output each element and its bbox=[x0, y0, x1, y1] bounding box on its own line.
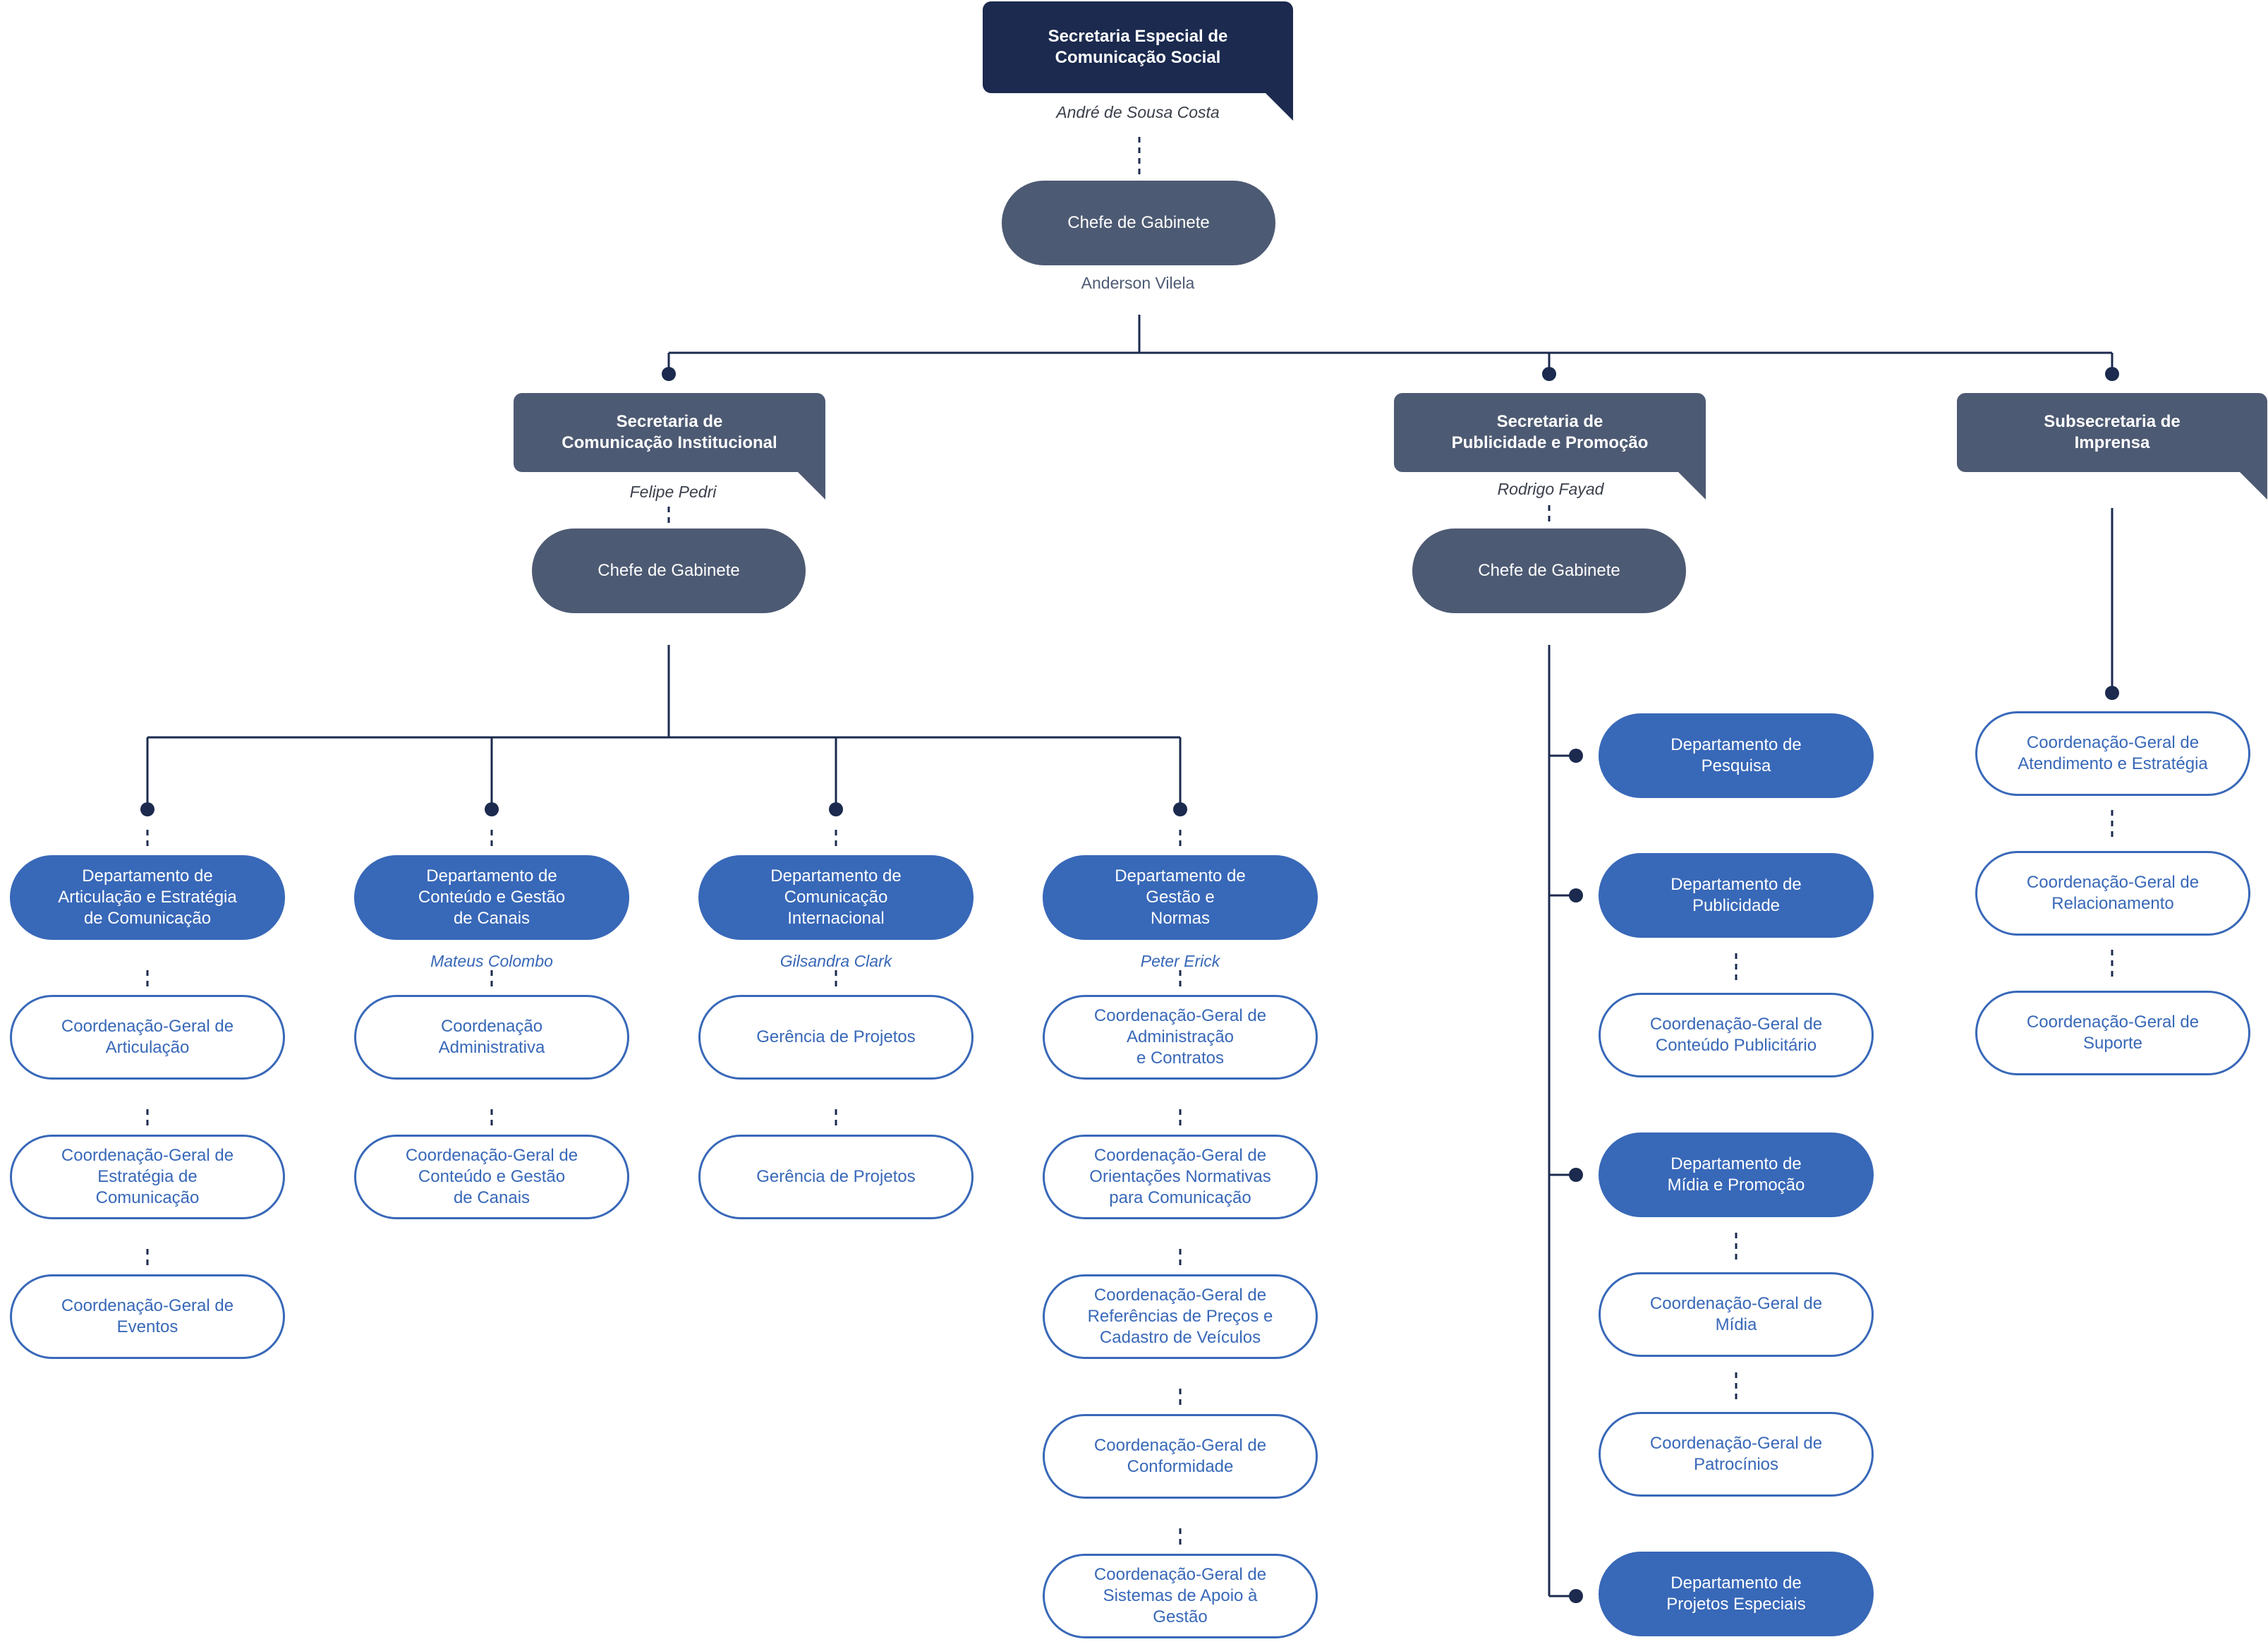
dept-special-projects: Departamento de Projetos Especiais bbox=[1599, 1552, 1874, 1636]
institutional-dept-dot-0 bbox=[140, 802, 154, 816]
unit-coord-relationship: Coordenação-Geral de Relacionamento bbox=[1975, 851, 2250, 936]
institutional-dept-dot-1 bbox=[485, 802, 499, 816]
advertising-box-tail bbox=[1678, 471, 1706, 500]
subsecretariat-press-box: Subsecretaria de Imprensa bbox=[1957, 393, 2267, 472]
dept-research: Departamento de Pesquisa bbox=[1599, 713, 1874, 798]
secretariat-advertising-dot bbox=[1542, 367, 1556, 381]
secretariat-institutional-person: Felipe Pedri bbox=[629, 483, 717, 501]
dept-management-norms-person: Peter Erick bbox=[1140, 952, 1220, 970]
dept-international: Departamento de Comunicação Internaciona… bbox=[698, 855, 974, 940]
advertising-dot-research bbox=[1569, 749, 1583, 763]
press-dot bbox=[2105, 686, 2119, 700]
unit-coord-media: Coordenação-Geral de Mídia bbox=[1599, 1272, 1874, 1357]
advertising-chief-box: Chefe de Gabinete bbox=[1412, 528, 1686, 613]
dept-content-channels: Departamento de Conteúdo e Gestão de Can… bbox=[354, 855, 629, 940]
dept-media-promotion: Departamento de Mídia e Promoção bbox=[1599, 1132, 1874, 1217]
top-secretariat-box: Secretaria Especial de Comunicação Socia… bbox=[983, 1, 1293, 93]
unit-coord-compliance: Coordenação-Geral de Conformidade bbox=[1043, 1414, 1318, 1499]
secretariat-institutional-dot bbox=[662, 367, 676, 381]
top-chief-box: Chefe de Gabinete bbox=[1002, 181, 1275, 265]
dept-content-channels-person: Mateus Colombo bbox=[430, 952, 553, 970]
press-box-tail bbox=[2239, 471, 2267, 500]
institutional-chief-box: Chefe de Gabinete bbox=[532, 528, 806, 613]
dept-advertising: Departamento de Publicidade bbox=[1599, 853, 1874, 938]
dept-management-norms: Departamento de Gestão e Normas bbox=[1043, 855, 1318, 940]
top-chief-person: Anderson Vilela bbox=[1081, 274, 1195, 292]
unit-project-management-1: Gerência de Projetos bbox=[698, 995, 974, 1080]
top-secretariat-person: André de Sousa Costa bbox=[1056, 103, 1220, 121]
unit-project-management-2: Gerência de Projetos bbox=[698, 1135, 974, 1219]
unit-coord-advertising-content: Coordenação-Geral de Conteúdo Publicitár… bbox=[1599, 993, 1874, 1077]
unit-coord-price-references: Coordenação-Geral de Referências de Preç… bbox=[1043, 1274, 1318, 1359]
unit-coord-sponsorships: Coordenação-Geral de Patrocínios bbox=[1599, 1412, 1874, 1497]
advertising-dot-special-projects bbox=[1569, 1589, 1583, 1603]
secretariat-institutional-box: Secretaria de Comunicação Institucional bbox=[514, 393, 825, 472]
secretariat-advertising-person: Rodrigo Fayad bbox=[1497, 480, 1604, 498]
unit-coord-support: Coordenação-Geral de Suporte bbox=[1975, 991, 2250, 1075]
institutional-dept-dot-3 bbox=[1173, 802, 1187, 816]
unit-coord-events: Coordenação-Geral de Eventos bbox=[10, 1274, 285, 1359]
unit-coord-administration-contracts: Coordenação-Geral de Administração e Con… bbox=[1043, 995, 1318, 1080]
unit-coord-service-strategy: Coordenação-Geral de Atendimento e Estra… bbox=[1975, 711, 2250, 796]
advertising-dot-advertising bbox=[1569, 888, 1583, 902]
advertising-dot-media bbox=[1569, 1168, 1583, 1182]
secretariat-advertising-box: Secretaria de Publicidade e Promoção bbox=[1394, 393, 1706, 472]
unit-coord-content-channels: Coordenação-Geral de Conteúdo e Gestão d… bbox=[354, 1135, 629, 1219]
unit-coord-normative-orientations: Coordenação-Geral de Orientações Normati… bbox=[1043, 1135, 1318, 1219]
unit-coord-administrative: Coordenação Administrativa bbox=[354, 995, 629, 1080]
top-box-tail bbox=[1265, 92, 1293, 121]
subsecretariat-press-dot bbox=[2105, 367, 2119, 381]
unit-coord-articulation: Coordenação-Geral de Articulação bbox=[10, 995, 285, 1080]
dept-articulation: Departamento de Articulação e Estratégia… bbox=[10, 855, 285, 940]
unit-coord-support-systems: Coordenação-Geral de Sistemas de Apoio à… bbox=[1043, 1554, 1318, 1638]
unit-coord-strategy: Coordenação-Geral de Estratégia de Comun… bbox=[10, 1135, 285, 1219]
institutional-dept-dot-2 bbox=[829, 802, 843, 816]
institutional-box-tail bbox=[797, 471, 825, 500]
dept-international-person: Gilsandra Clark bbox=[780, 952, 892, 970]
